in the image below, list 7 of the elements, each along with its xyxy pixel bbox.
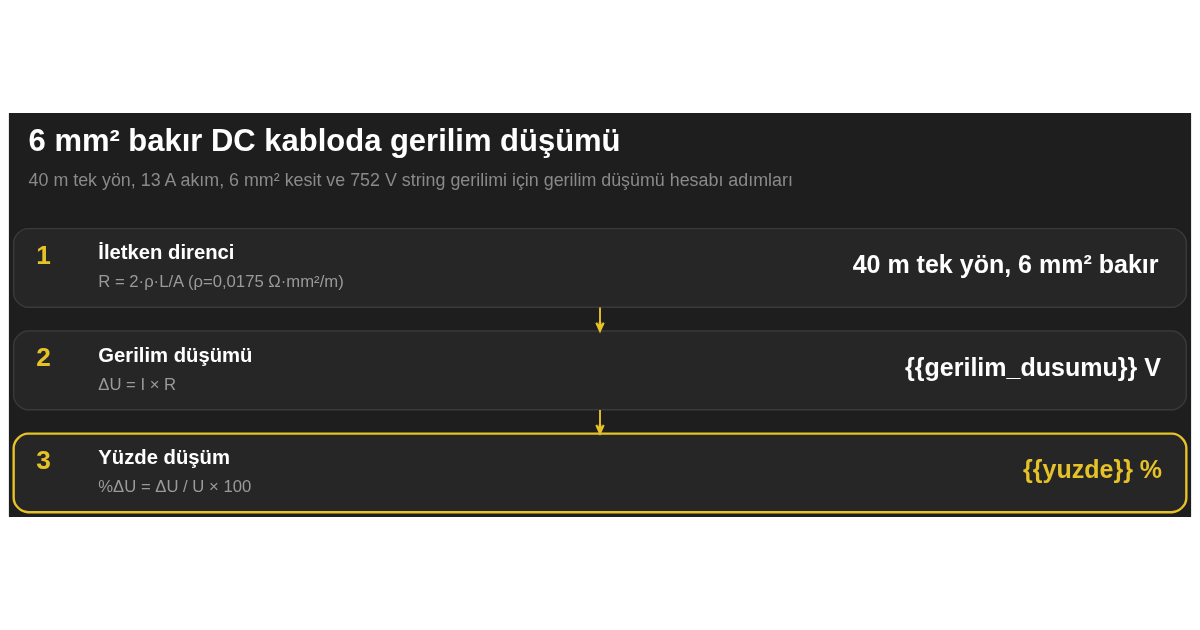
diagram-title: 6 mm² bakır DC kabloda gerilim düşümü	[28, 123, 621, 159]
arrow	[595, 306, 605, 333]
node-box: 1 İletken direnci 40 m tek yön, 6 mm² bakır R = 2·ρ·L/A (ρ=0,0175 Ω·mm²/m)	[12, 227, 1188, 308]
node-box: 3 Yüzde düşüm {{yuzde}} % %ΔU = ΔU / U × 100	[12, 432, 1188, 514]
node-box: 2 Gerilim düşümü {{gerilim_dusumu}} V ΔU = I × R	[12, 330, 1188, 411]
caption: 40 m tek yön, 13 A akım, 6 mm² kesit ve 752 V string gerilimi için gerilim düşümü hesabı adımları	[28, 170, 793, 191]
arrow	[595, 409, 605, 435]
